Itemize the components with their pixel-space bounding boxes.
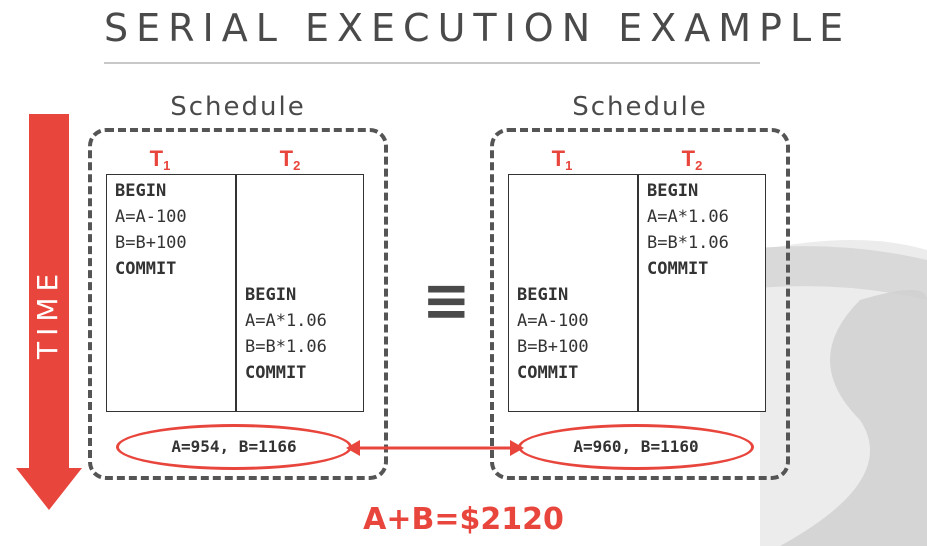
t1-operations: BEGIN A=A-100 B=B+100 COMMIT (115, 178, 187, 282)
txn-label-t2: T2 (279, 146, 301, 173)
column-divider (235, 175, 237, 411)
txn-label-t1: T1 (149, 146, 171, 173)
op-update-b: B=B+100 (517, 337, 589, 357)
equivalence-symbol: ≡ (422, 266, 471, 334)
schedule-panel-left: Schedule T1 T2 BEGIN A=A-100 B=B+100 COM… (88, 92, 388, 488)
column-divider (637, 175, 639, 411)
txn-label-t1: T1 (551, 146, 573, 173)
double-arrow-icon (346, 440, 524, 456)
op-update-b: B=B*1.06 (245, 337, 327, 357)
op-begin: BEGIN (517, 285, 569, 305)
title-rule (104, 62, 760, 64)
t2-operations: BEGIN A=A*1.06 B=B*1.06 COMMIT (245, 282, 327, 386)
schedule-border (490, 128, 790, 480)
txn-label-t2: T2 (681, 146, 703, 173)
t1-operations: BEGIN A=A-100 B=B+100 COMMIT (517, 282, 589, 386)
op-begin: BEGIN (115, 181, 167, 201)
schedule-panel-right: Schedule T1 T2 BEGIN A=A-100 B=B+100 COM… (490, 92, 790, 488)
page-title: SERIAL EXECUTION EXAMPLE (104, 6, 852, 50)
result-ellipse: A=960, B=1160 (518, 424, 754, 470)
schedule-table: BEGIN A=A-100 B=B+100 COMMIT BEGIN A=A*1… (106, 174, 364, 412)
sum-total: A+B=$2120 (363, 502, 564, 537)
op-commit: COMMIT (647, 259, 709, 279)
op-update-a: A=A-100 (517, 311, 589, 331)
t2-operations: BEGIN A=A*1.06 B=B*1.06 COMMIT (647, 178, 729, 282)
op-begin: BEGIN (647, 181, 699, 201)
result-ellipse: A=954, B=1166 (116, 424, 352, 470)
op-commit: COMMIT (517, 363, 579, 383)
op-update-a: A=A-100 (115, 207, 187, 227)
schedule-table: BEGIN A=A-100 B=B+100 COMMIT BEGIN A=A*1… (508, 174, 766, 412)
op-commit: COMMIT (115, 259, 177, 279)
op-update-b: B=B+100 (115, 233, 187, 253)
op-update-a: A=A*1.06 (245, 311, 327, 331)
time-arrow-icon (16, 114, 82, 510)
schedule-border (88, 128, 388, 480)
op-update-b: B=B*1.06 (647, 233, 729, 253)
op-commit: COMMIT (245, 363, 307, 383)
time-label: TIME (31, 267, 64, 359)
schedule-label: Schedule (572, 92, 708, 122)
op-update-a: A=A*1.06 (647, 207, 729, 227)
op-begin: BEGIN (245, 285, 297, 305)
schedule-label: Schedule (170, 92, 306, 122)
